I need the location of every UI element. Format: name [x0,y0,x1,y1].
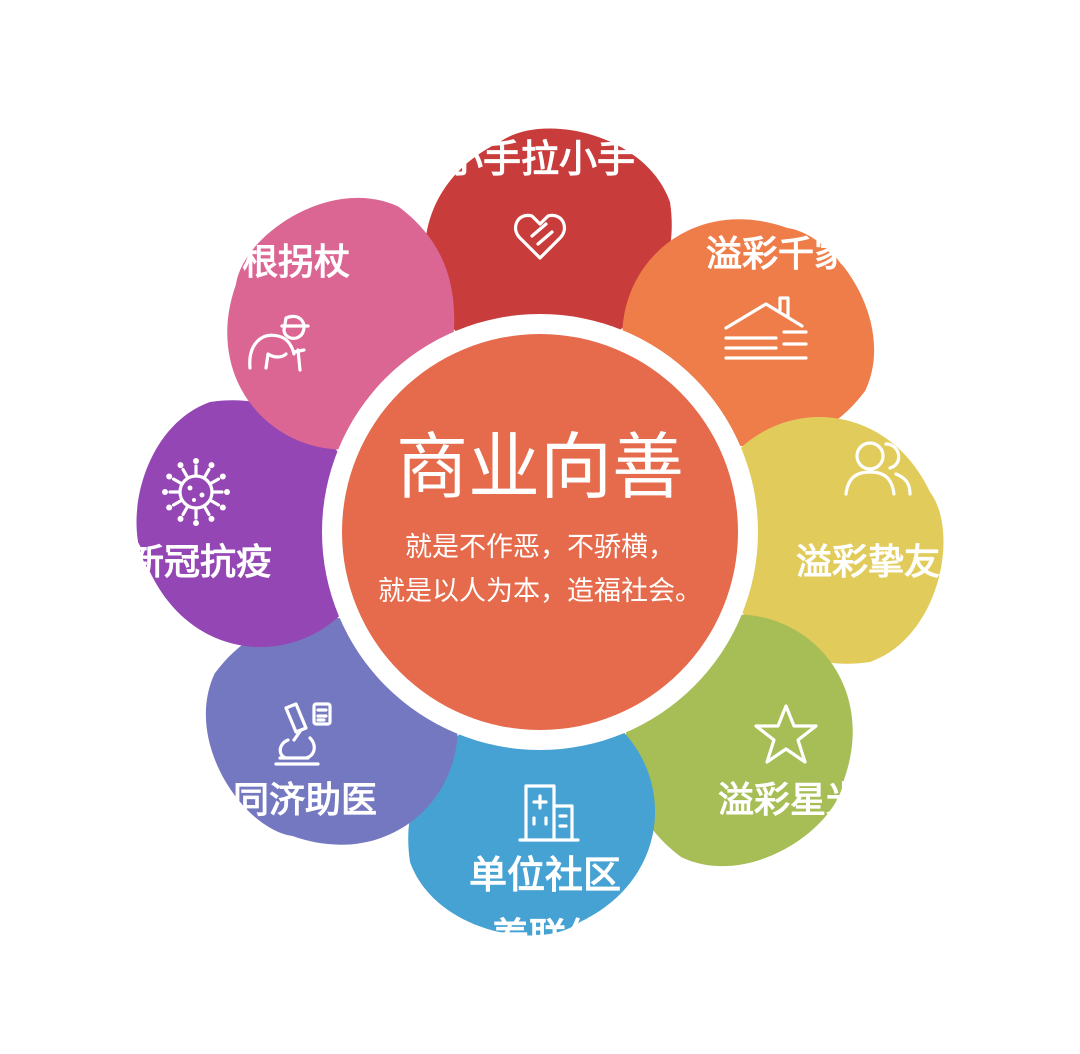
people-icon [844,441,912,496]
heart-link-icon [514,213,566,260]
petal-label: 养联体 [491,915,605,959]
petal-label: 新冠抗疫 [128,541,272,583]
petal-label: 溢彩千家 [706,234,850,275]
petal-label: 小手拉小手 [445,137,635,181]
petal-shape [710,416,944,664]
center-line-1: 就是不作恶，不骄横， [405,532,675,563]
petal-hand-in-hand: 小手拉小手 [425,128,672,362]
petal-label: 单位社区 [469,853,621,897]
petal-label: 溢彩星光 [718,780,862,821]
building-icon [518,784,580,842]
petal-label: 溢彩挚友 [796,542,940,583]
house-icon [724,296,808,360]
petal-yicai-zhiyou: 溢彩挚友 [710,416,944,664]
center-line-2: 就是以人为本，造福社会。 [378,576,702,607]
petal-label: 同济助医 [233,780,377,821]
center-hub: 商业向善 就是不作恶，不骄横， 就是以人为本，造福社会。 [322,314,758,750]
petal-label: 一根拐杖 [206,242,350,283]
center-circle [342,334,738,730]
elder-icon [248,314,310,372]
star-icon [754,704,818,764]
petal-shape [408,702,655,936]
center-title: 商业向善 [396,425,684,509]
microscope-icon [274,702,332,766]
petal-shape [425,128,672,362]
virus-icon [162,458,230,526]
petal-covid: 新冠抗疫 [128,400,370,648]
